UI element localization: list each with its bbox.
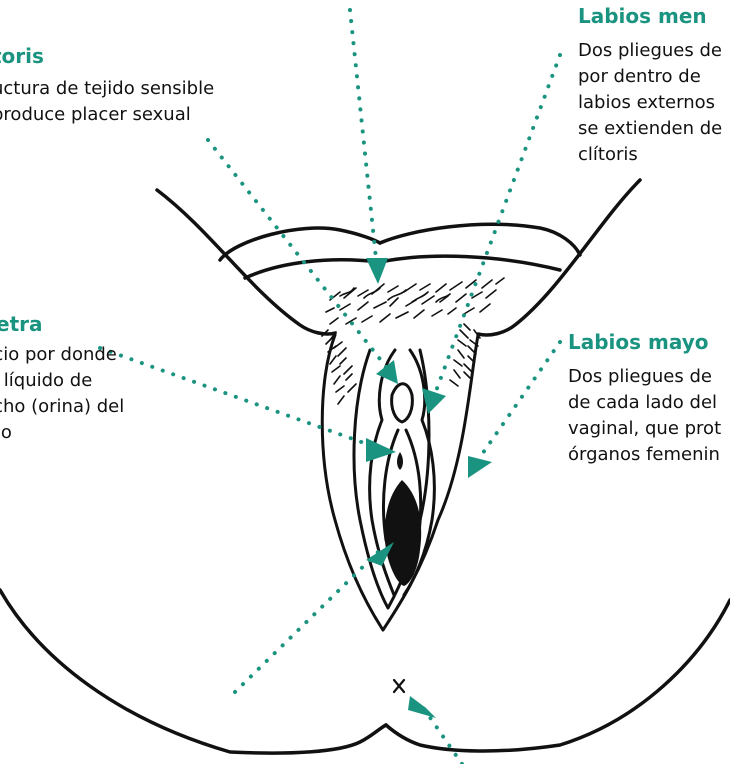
left-thigh-line	[155, 188, 337, 336]
labia-majora-inner	[352, 348, 431, 610]
left-buttock-line	[0, 588, 388, 755]
labia-majora-title: Labios mayo	[568, 330, 709, 354]
vaginal-opening	[384, 480, 422, 586]
labia-minora-title: Labios men	[578, 4, 707, 28]
arrowhead-urethra	[366, 438, 396, 462]
right-crease-line	[378, 254, 562, 272]
urethra-title: etra	[0, 312, 43, 336]
left-crease-line	[243, 257, 382, 280]
right-buttock-line	[384, 598, 730, 753]
urethra-description: ficio por donde el líquido de echo (orin…	[0, 344, 125, 443]
arrowhead-top	[366, 258, 388, 284]
labia-minora-description: Dos pliegues de por dentro de labios ext…	[578, 40, 723, 165]
labia-majora-description: Dos pliegues de de cada lado del vaginal…	[568, 366, 722, 465]
arrowhead-labia-majora	[468, 456, 492, 478]
leader-labia-majora	[476, 340, 562, 462]
leader-clitoris	[206, 138, 389, 370]
clitoral-hood	[390, 382, 414, 424]
clitoris-description: uctura de tejido sensible produce placer…	[0, 78, 215, 125]
leader-urethra	[98, 346, 380, 450]
anus-mark	[392, 678, 406, 694]
arrowhead-labia-minora	[422, 388, 446, 414]
right-thigh-line	[476, 178, 642, 337]
clitoris-title: toris	[0, 44, 44, 68]
pubic-hair	[321, 277, 505, 405]
right-hip-line	[378, 222, 582, 257]
labia-majora-outer	[320, 333, 480, 632]
arrowhead-clitoris	[376, 360, 398, 384]
urethral-opening	[397, 452, 403, 470]
arrowheads	[366, 258, 492, 718]
arrowhead-anus	[408, 696, 436, 718]
body-outline	[0, 178, 730, 755]
leader-vaginal-opening	[233, 550, 380, 694]
leader-top	[348, 8, 379, 270]
arrowhead-vaginal-opening	[366, 542, 394, 566]
left-hip-line	[218, 226, 382, 262]
